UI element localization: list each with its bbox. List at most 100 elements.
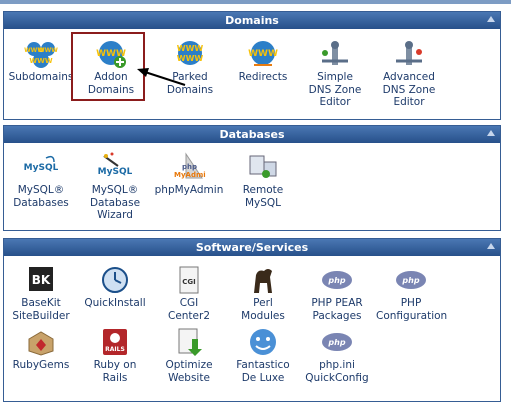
svg-text:WWW: WWW [248,49,278,59]
php-config-item[interactable]: php PHP Configuration [376,265,448,322]
parked-label-1: Parked [172,71,208,83]
fantastico-label-2: De Luxe [241,371,285,384]
quickinstall-item[interactable]: QuickInstall [80,265,150,310]
redirects-icon: WWW [246,39,280,69]
advanced-dns-icon [392,39,426,69]
rubygems-item[interactable]: RubyGems [6,327,76,372]
phpmyadmin-icon: php MyAdmin [172,152,211,182]
addon-domains-item[interactable]: WWW Addon Domains [76,39,146,96]
php-pear-item[interactable]: php PHP PEAR Packages [302,265,372,322]
simple-dns-icon [318,39,352,69]
php-config-label-2: Configuration [376,309,448,322]
svg-text:RAILS: RAILS [105,346,125,353]
phpini-label-2: QuickConfig [305,371,369,384]
mysql-wizard-label-2: Database [89,196,141,209]
phpini-item[interactable]: php php.ini QuickConfig [302,327,372,384]
php-pear-icon: php [320,265,354,295]
redirects-label: Redirects [238,71,288,83]
parked-label-2: Domains [166,83,214,96]
basekit-item[interactable]: BK BaseKit SiteBuilder [6,265,76,322]
svg-text:CGI: CGI [182,278,196,286]
mysql-wizard-item[interactable]: MySQL MySQL® Database Wizard [80,152,150,222]
rubygems-label: RubyGems [12,359,70,371]
php-config-label-1: PHP [400,297,422,309]
subdomains-label: Subdomains [8,71,74,83]
redirects-item[interactable]: WWW Redirects [228,39,298,84]
mysql-databases-item[interactable]: MySQL MySQL® Databases [6,152,76,209]
addon-domains-icon: WWW [94,39,128,69]
databases-section: Databases MySQL MySQL® Databases MySQL M… [3,125,501,231]
addon-label-1: Addon [94,71,128,83]
software-section: Software/Services BK BaseKit SiteBuilder… [3,238,501,402]
basekit-label-1: BaseKit [21,297,61,309]
quickinstall-icon [98,265,132,295]
svg-text:WWW: WWW [24,47,44,54]
svg-text:MySQL: MySQL [24,163,58,173]
perl-icon [246,265,280,295]
collapse-icon[interactable] [487,130,495,136]
mysql-wizard-label-3: Wizard [97,209,133,221]
advanced-dns-label-2: DNS Zone [382,83,436,96]
quickinstall-label: QuickInstall [84,297,146,309]
advanced-dns-item[interactable]: Advanced DNS Zone Editor [374,39,444,109]
subdomains-icon: WWW WWW WWW [24,39,58,69]
cgi-icon: CGI [172,265,206,295]
basekit-label-2: SiteBuilder [12,309,70,322]
mysql-databases-label-1: MySQL® [17,184,65,196]
simple-dns-item[interactable]: Simple DNS Zone Editor [300,39,370,109]
svg-text:WWW: WWW [96,49,126,59]
highlight-box [71,32,145,101]
phpini-label-1: php.ini [319,359,355,371]
optimize-item[interactable]: Optimize Website [154,327,224,384]
cgi-label-2: Center2 [167,309,211,322]
parked-domains-item[interactable]: WWW WWW Parked Domains [155,39,225,96]
subdomains-item[interactable]: WWW WWW WWW Subdomains [6,39,76,84]
rails-label-2: Rails [102,371,128,384]
mysql-databases-label-2: Databases [13,196,69,209]
parked-domains-icon: WWW WWW [173,39,207,69]
simple-dns-label-1: Simple [317,71,353,83]
phpmyadmin-item[interactable]: php MyAdmin phpMyAdmin [154,152,224,197]
fantastico-label-1: Fantastico [236,359,290,371]
perl-label-1: Perl [253,297,273,309]
simple-dns-label-3: Editor [319,96,351,108]
rubygems-icon [24,327,58,357]
rails-item[interactable]: RAILS Ruby on Rails [80,327,150,384]
domains-title: Domains [225,14,279,27]
mysql-wizard-icon: MySQL [98,152,133,182]
fantastico-item[interactable]: Fantastico De Luxe [228,327,298,384]
fantastico-icon [246,327,280,357]
collapse-icon[interactable] [487,16,495,22]
remote-mysql-label-1: Remote [242,184,284,196]
svg-text:MySQL: MySQL [98,167,132,177]
perl-item[interactable]: Perl Modules [228,265,298,322]
advanced-dns-label-1: Advanced [383,71,435,83]
php-config-icon: php [394,265,428,295]
php-pear-label-2: Packages [312,309,362,322]
svg-text:WWW: WWW [177,54,204,63]
rails-label-1: Ruby on [93,359,137,371]
collapse-icon[interactable] [487,243,495,249]
svg-text:BK: BK [32,273,51,287]
optimize-label-1: Optimize [165,359,213,371]
svg-text:WWW: WWW [29,57,52,65]
rails-icon: RAILS [98,327,132,357]
svg-text:php: php [401,276,419,285]
cgi-item[interactable]: CGI CGI Center2 [154,265,224,322]
remote-mysql-label-2: MySQL [244,196,282,209]
cgi-label-1: CGI [179,297,199,309]
phpmyadmin-label: phpMyAdmin [154,184,224,196]
remote-mysql-item[interactable]: Remote MySQL [228,152,298,209]
advanced-dns-label-3: Editor [393,96,425,108]
databases-header: Databases [4,126,500,143]
mysql-icon: MySQL [24,152,59,182]
svg-text:MyAdmin: MyAdmin [174,171,206,179]
optimize-label-2: Website [168,371,210,384]
software-title: Software/Services [195,241,309,254]
svg-text:php: php [327,338,345,347]
top-strip [0,0,511,4]
svg-text:WWW: WWW [38,47,58,54]
phpini-icon: php [320,327,354,357]
simple-dns-label-2: DNS Zone [308,83,362,96]
remote-mysql-icon [246,152,280,182]
